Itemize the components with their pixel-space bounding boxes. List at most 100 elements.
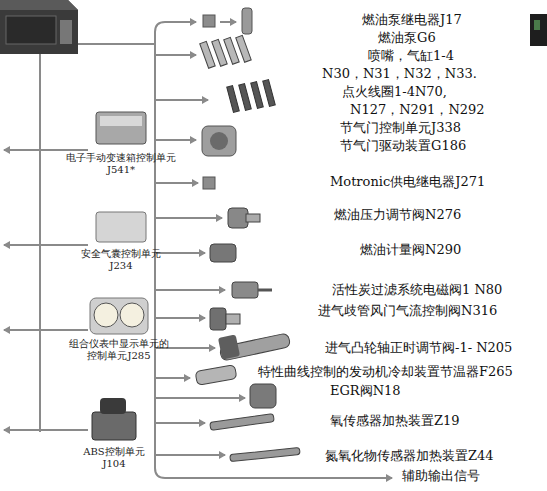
engine-control-unit (0, 0, 78, 10)
module-label: 电子手动变速箱控制单元 J541* (56, 152, 186, 176)
airbag-module-icon (96, 212, 146, 242)
component-label: 燃油压力调节阀N276 (334, 207, 461, 222)
throttle-body-icon (202, 126, 236, 156)
pressure-valve-icon (228, 208, 260, 228)
engine-control-unit (6, 16, 56, 44)
signal-wires (155, 99, 208, 101)
component-label: 燃油计量阀N290 (360, 242, 461, 257)
thermostat-icon (195, 365, 237, 386)
signal-wires (78, 43, 155, 45)
component-label: 活性炭过滤系统电磁阀1 N80 (332, 282, 502, 297)
instrument-cluster-icon (90, 298, 148, 334)
airbag-module-icon (96, 212, 146, 242)
camshaft-valve-icon (218, 334, 240, 359)
component-label: N127，N291，N292 (350, 102, 485, 117)
engine-control-unit (0, 0, 78, 54)
egr-valve-icon (250, 384, 276, 408)
signal-wires (155, 377, 190, 379)
component-label: 喷嘴，气缸1-4 (368, 48, 454, 63)
module-label: 安全气囊控制单元 J234 (71, 248, 171, 272)
component-label: 节气门控制单元J338 (340, 120, 461, 135)
thermostat-icon (195, 365, 237, 386)
signal-wires (4, 22, 392, 478)
corner-icon (530, 14, 547, 46)
component-label: 辅助输出信号 (402, 468, 480, 483)
flap-valve-icon (210, 308, 226, 330)
pressure-valve-icon (228, 208, 248, 228)
ignition-coil-icons (227, 86, 240, 113)
module-label: 组合仪表中显示单元的 控制单元J285 (63, 338, 175, 362)
component-label: 进气凸轮轴正时调节阀-1- N205 (325, 340, 512, 355)
oxygen-sensor-icon (210, 414, 274, 431)
solenoid-valve-icon (258, 289, 272, 292)
component-label: 燃油泵继电器J17 (362, 12, 462, 27)
signal-wires (155, 454, 225, 456)
injector-icons (236, 35, 251, 62)
signal-wires (155, 182, 198, 184)
ignition-coil-icons (251, 82, 264, 109)
signal-wires (165, 21, 196, 23)
signal-wires (155, 397, 245, 399)
abs-module-icon (92, 412, 136, 440)
ignition-coil-icons (227, 80, 276, 113)
metering-valve-icon (210, 244, 236, 262)
signal-wires (155, 217, 222, 219)
module-label: ABS控制单元 J104 (78, 446, 150, 470)
throttle-body-icon (210, 132, 228, 150)
signal-wires (4, 329, 88, 331)
relay-icon (203, 177, 215, 189)
oxygen-sensor-icon (210, 414, 274, 431)
abs-module-icon (92, 398, 136, 440)
engine-control-unit (60, 20, 72, 44)
fuel-pump-icon (242, 8, 252, 34)
relay-icon (203, 177, 215, 189)
signal-wires (155, 289, 225, 291)
signal-wires (4, 244, 88, 246)
ignition-coil-icons (239, 84, 252, 111)
camshaft-valve-icon (218, 333, 291, 361)
component-label: 节气门驱动装置G186 (340, 138, 466, 153)
gearbox-module-icon (96, 112, 146, 144)
ignition-coil-icons (263, 80, 276, 107)
injector-icons (200, 35, 251, 68)
instrument-cluster-icon (90, 298, 148, 334)
nox-sensor-icon (230, 447, 300, 461)
engine-control-unit (0, 0, 78, 54)
signal-wires (155, 54, 196, 56)
component-label: 进气歧管风门气流控制阀N316 (318, 303, 497, 318)
abs-module-icon (100, 398, 126, 414)
solenoid-valve-icon (232, 282, 272, 298)
component-label: Motronic供电继电器J271 (330, 174, 485, 189)
gearbox-module-icon (100, 116, 142, 126)
pressure-valve-icon (246, 214, 260, 222)
corner-icon (534, 20, 540, 30)
component-label: 点火线圈1-4N70, (342, 84, 447, 99)
solenoid-valve-icon (232, 282, 258, 298)
relay-icon (203, 15, 215, 27)
signal-wires (4, 429, 88, 431)
corner-icon (530, 14, 547, 46)
nox-sensor-icon (230, 447, 300, 461)
egr-valve-icon (250, 384, 276, 408)
component-label: 氧传感器加热装置Z19 (330, 413, 460, 428)
instrument-cluster-icon (94, 303, 118, 327)
component-label: N30，N31，N32，N33. (322, 66, 477, 81)
signal-wires (155, 252, 205, 254)
fuel-pump-icon (220, 21, 236, 23)
signal-wires (4, 149, 88, 151)
fuel-pump-icon (220, 8, 252, 34)
component-label: 燃油泵G6 (378, 30, 436, 45)
signal-wires (155, 139, 196, 141)
flap-valve-icon (226, 314, 240, 324)
signal-wires (155, 422, 205, 424)
instrument-cluster-icon (120, 303, 144, 327)
relay-icon (203, 15, 215, 27)
flap-valve-icon (210, 308, 240, 330)
component-label: 特性曲线控制的发动机冷却装置节温器F265 (258, 364, 513, 379)
throttle-body-icon (202, 126, 236, 156)
component-label: 氮氧化物传感器加热装置Z44 (325, 448, 494, 463)
component-label: EGR阀N18 (330, 383, 401, 398)
signal-wires (39, 54, 41, 432)
metering-valve-icon (210, 244, 236, 262)
